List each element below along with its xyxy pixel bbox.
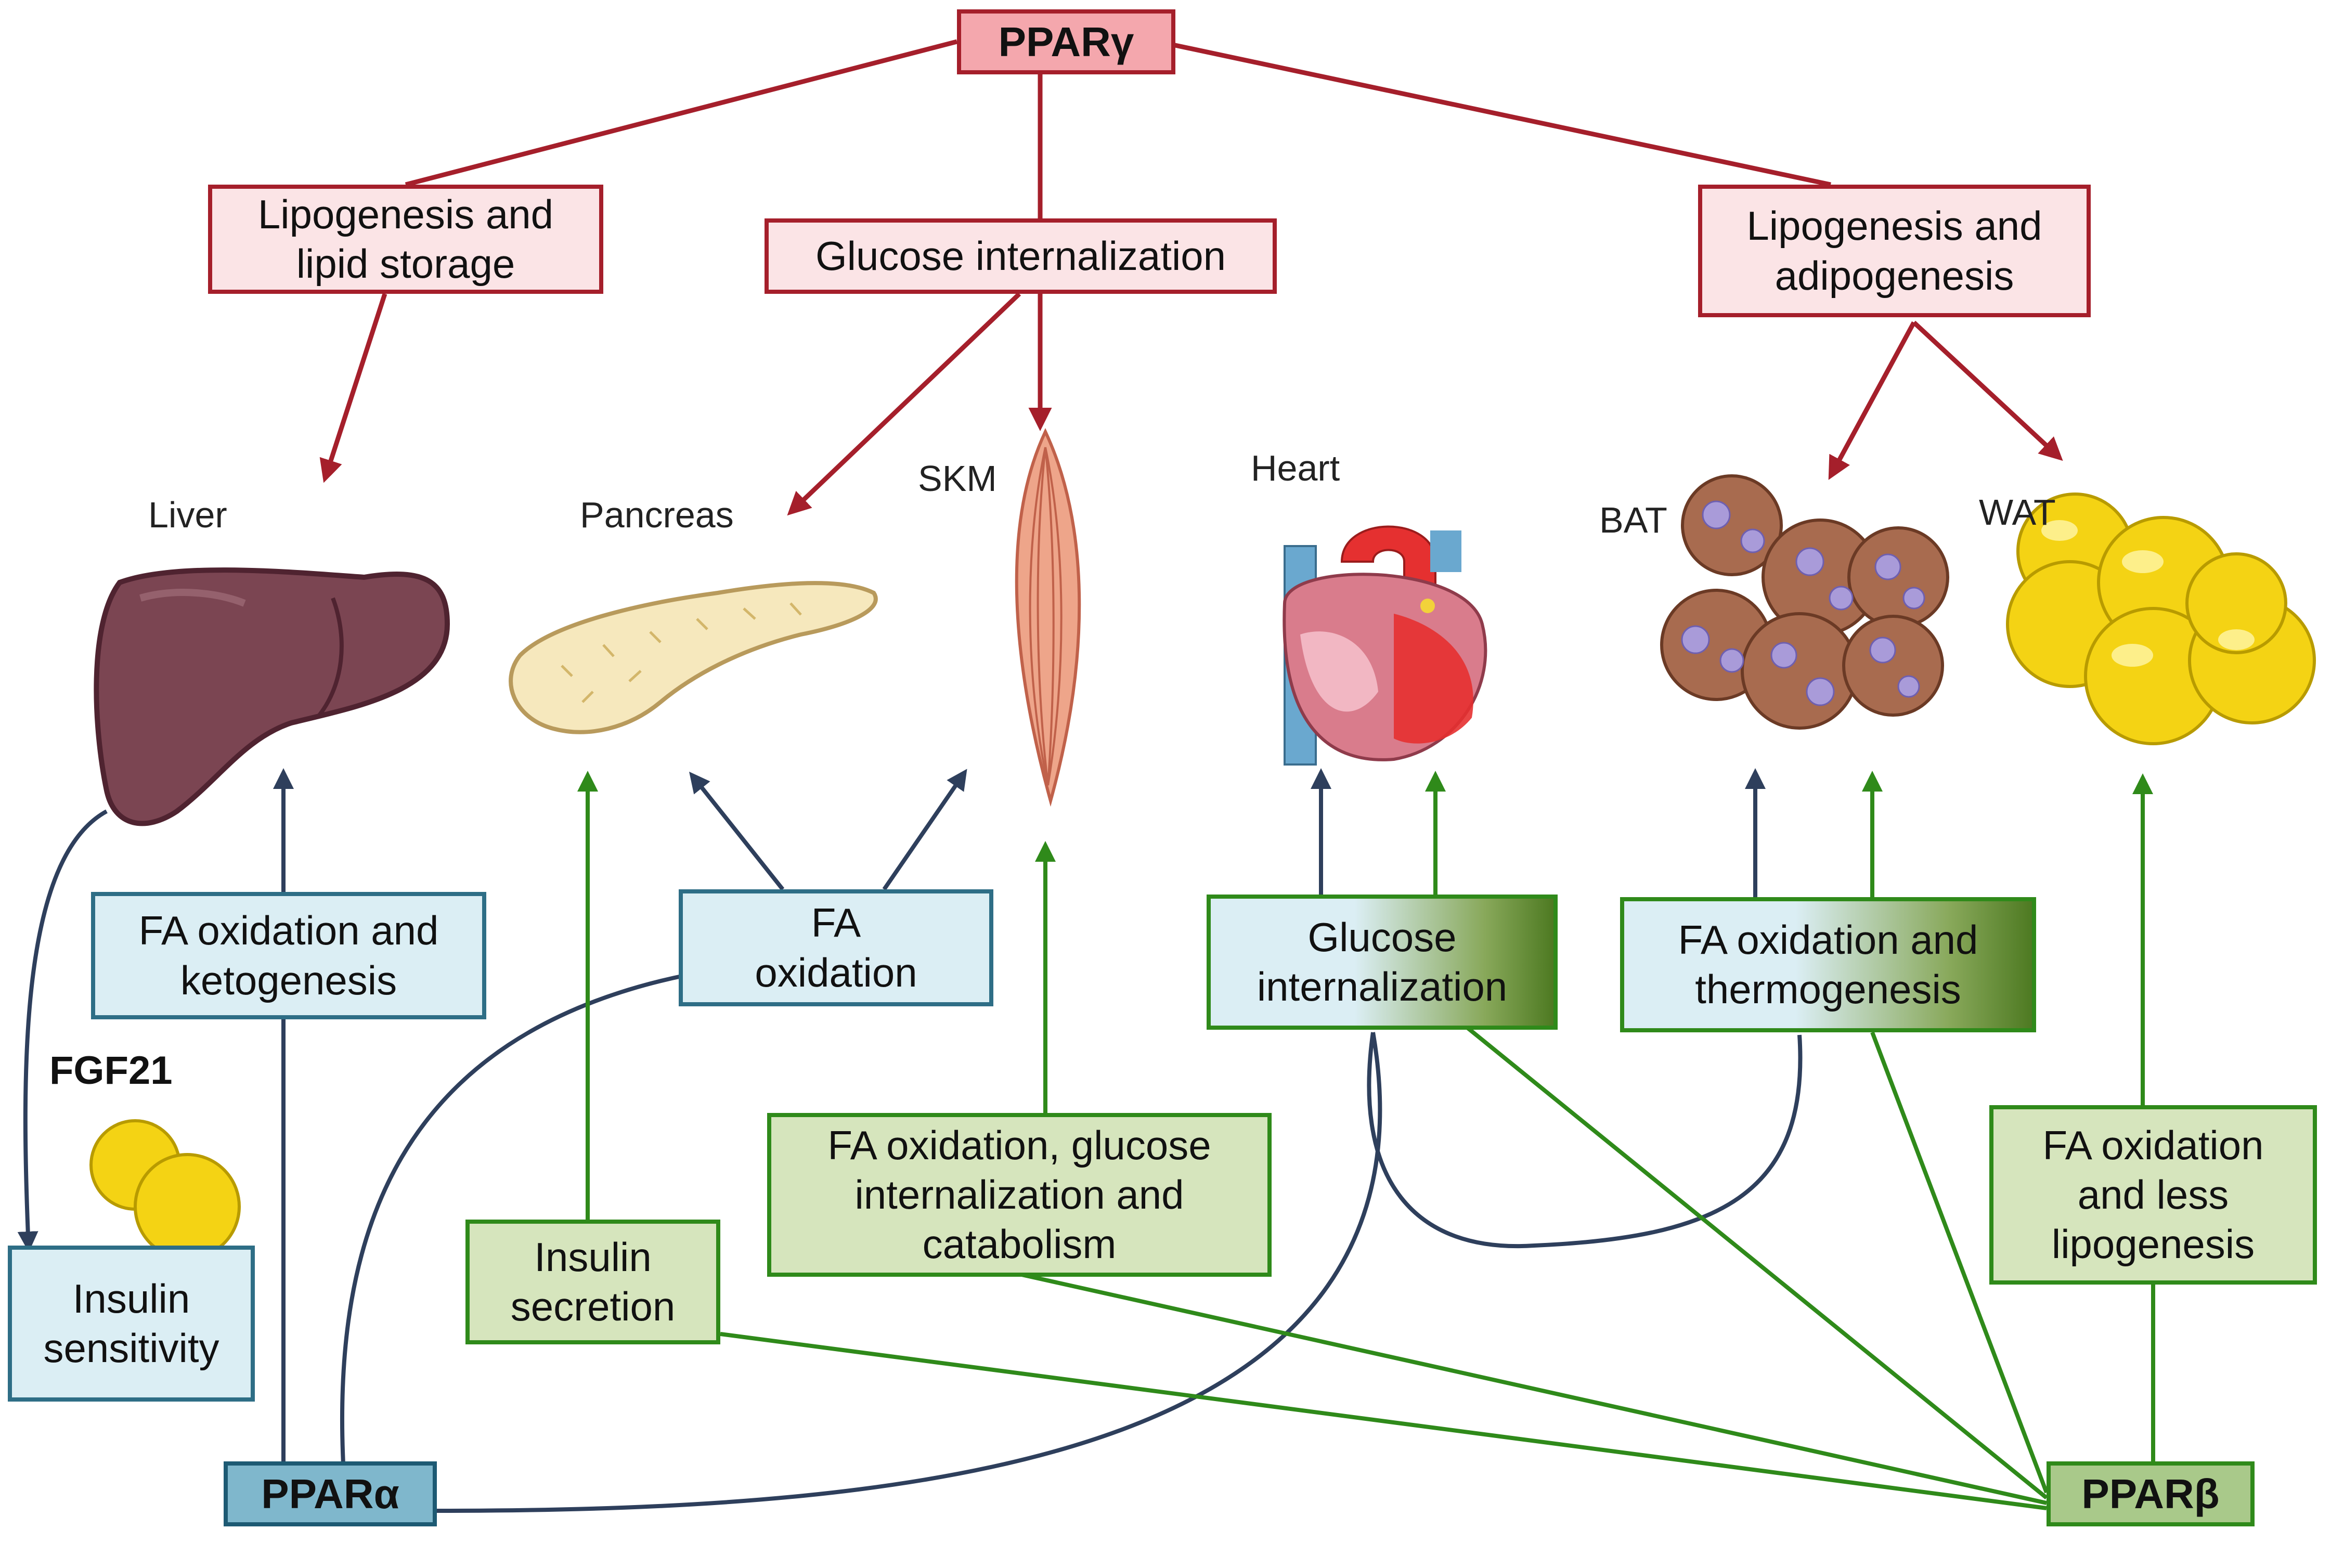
ppar-beta-connectors <box>577 771 2155 1510</box>
shared-heart-effect: Glucose internalization <box>1207 895 1558 1030</box>
fa-oxidation-to-pancreas <box>689 771 785 891</box>
ppar-gamma-node: PPARγ <box>957 9 1175 74</box>
alpha-liver-effect: FA oxidation and ketogenesis <box>91 892 486 1019</box>
beta-to-bat-box <box>1870 1031 2049 1494</box>
alpha-fa-oxidation-effect: FA oxidation <box>679 889 993 1006</box>
gamma-adipose-effect: Lipogenesis and adipogenesis <box>1698 185 2091 317</box>
shared-bat-effect: FA oxidation and thermogenesis <box>1620 897 2036 1032</box>
organ-label-liver: Liver <box>148 495 227 535</box>
liver-to-insulin-sensitivity <box>17 809 108 1252</box>
fgf21-illustration <box>89 1119 241 1260</box>
ppar-alpha-connectors <box>17 768 1803 1513</box>
wat-illustration <box>2006 493 2316 745</box>
alpha-insulin-sensitivity-effect: Insulin sensitivity <box>8 1246 255 1402</box>
beta-insulin-secretion-effect: Insulin secretion <box>465 1220 720 1344</box>
beta-skm-effect: FA oxidation, glucose internalization an… <box>767 1113 1272 1277</box>
pancreas-illustration <box>509 581 878 734</box>
arrow-to-wat <box>1912 320 2063 461</box>
liver-illustration <box>94 567 450 826</box>
ppar-beta-node: PPARβ <box>2047 1461 2255 1526</box>
arrow-to-pancreas <box>787 292 1021 516</box>
gamma-to-adipose-box <box>1170 42 1831 187</box>
beta-to-insulin-secretion <box>720 1332 2047 1510</box>
skm-illustration <box>1015 427 1081 807</box>
arrow-to-bat <box>1828 321 1916 480</box>
ppar-gamma-connectors <box>319 39 2063 516</box>
beta-wat-effect: FA oxidation and less lipogenesis <box>1989 1105 2317 1285</box>
alpha-to-heart-bat <box>436 1032 1803 1513</box>
beta-to-heart-box <box>1465 1025 2048 1500</box>
beta-to-skm-box <box>1019 1272 2047 1505</box>
organ-label-wat: WAT <box>1979 492 2056 533</box>
gamma-liver-effect: Lipogenesis and lipid storage <box>208 185 603 294</box>
heart-illustration <box>1283 525 1487 766</box>
organ-label-bat: BAT <box>1599 500 1667 540</box>
organ-label-heart: Heart <box>1251 448 1340 488</box>
arrow-to-liver <box>319 293 387 483</box>
organ-label-pancreas: Pancreas <box>580 495 734 535</box>
ppar-alpha-node: PPARα <box>224 1461 437 1526</box>
gamma-to-liver-box <box>405 39 958 187</box>
bat-illustration <box>1660 474 1949 730</box>
fgf21-label: FGF21 <box>49 1048 173 1093</box>
alpha-to-fa-oxidation <box>340 973 687 1465</box>
gamma-glucose-effect: Glucose internalization <box>765 218 1277 294</box>
fa-oxidation-to-skm <box>882 769 967 891</box>
organ-label-skm: SKM <box>918 458 997 499</box>
